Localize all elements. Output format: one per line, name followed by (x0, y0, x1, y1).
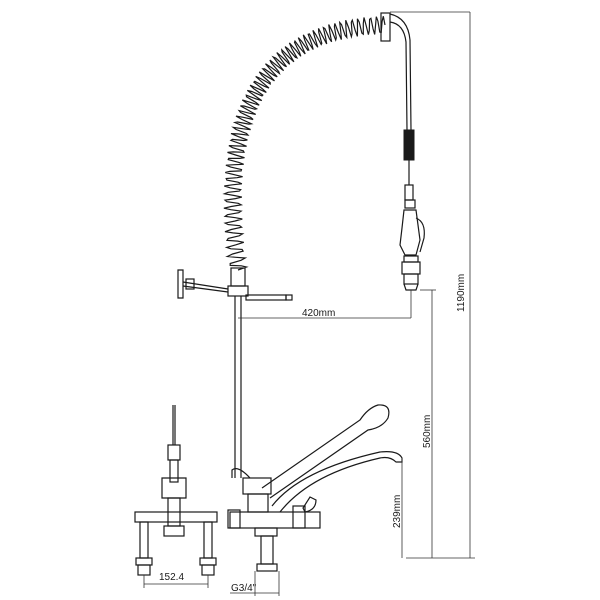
spring-coil-outline (222, 16, 386, 271)
spray-valve-grip (403, 129, 415, 161)
riser-top-collar (230, 267, 246, 287)
spray-valve-lever (415, 217, 425, 253)
mixer-body (227, 468, 321, 572)
wall-bracket-plate (177, 269, 184, 299)
dimension-spray-height: 560mm (420, 289, 436, 558)
wall-bracket (177, 269, 229, 299)
dimension-thread: G3/4" (230, 571, 280, 596)
dimension-label-thread: G3/4" (231, 583, 257, 594)
dimension-overall-height: 1190mm (390, 11, 475, 559)
mixer-cap (231, 468, 251, 479)
side-elevation-view (134, 405, 218, 576)
dimension-label-239mm: 239mm (392, 495, 403, 528)
dimension-label-1190mm: 1190mm (456, 274, 467, 312)
spray-valve-body (399, 209, 421, 256)
long-lever-handle (261, 404, 390, 499)
flexible-hose (389, 13, 412, 131)
dimension-label-560mm: 560mm (422, 415, 433, 448)
side-crossbar (134, 511, 218, 523)
mixer-base (229, 511, 321, 529)
dimension-arm-reach: 420mm (238, 290, 412, 319)
swivel-arm (245, 294, 293, 301)
dimension-label-152-4: 152.4 (159, 572, 184, 583)
dimension-label-420mm: 420mm (302, 308, 335, 319)
spout (271, 451, 403, 513)
riser-column (227, 267, 249, 478)
spring-coil (222, 16, 386, 271)
dimension-wall-spacing: 152.4 (143, 572, 209, 588)
dimension-tap-height: 239mm (392, 458, 403, 558)
spray-valve (399, 129, 425, 291)
spring-top-connector (380, 12, 391, 42)
